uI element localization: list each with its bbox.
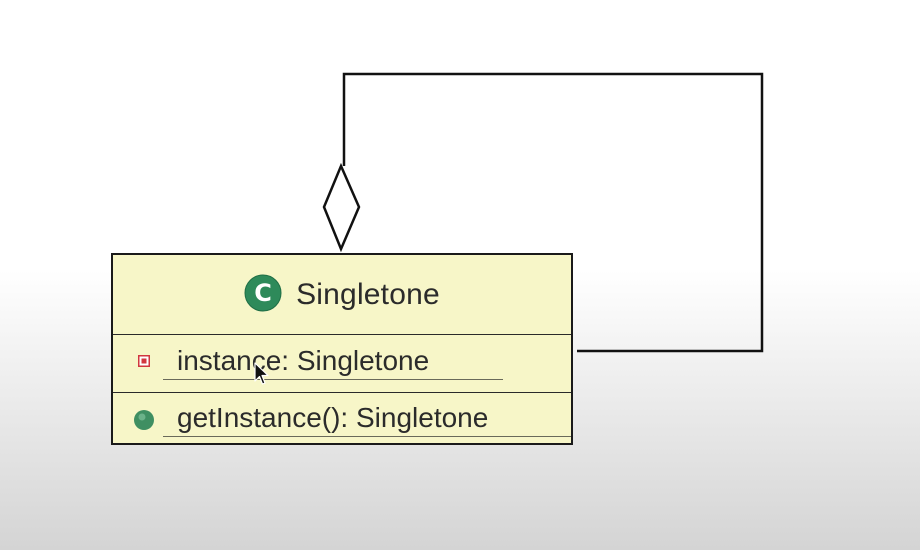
public-visibility-icon [134, 410, 154, 430]
self-association-line[interactable] [342, 72, 764, 353]
class-name: Singletone [296, 278, 440, 311]
header-divider [113, 334, 571, 335]
attribute-row[interactable]: instance: Singletone [113, 337, 571, 393]
private-visibility-icon [138, 355, 150, 367]
class-box-singletone[interactable]: C Singletone instance: Singletone getIns… [111, 253, 573, 445]
aggregation-diamond-icon [322, 162, 361, 253]
mouse-cursor-icon [254, 362, 269, 385]
static-underline [163, 379, 503, 380]
class-header: C Singletone [113, 255, 571, 335]
static-underline [163, 436, 571, 437]
operation-text: getInstance(): Singletone [177, 402, 489, 433]
class-icon: C [244, 274, 282, 312]
attributes-divider [113, 392, 571, 393]
attribute-text: instance: Singletone [177, 345, 430, 376]
class-icon-letter: C [254, 279, 272, 307]
operation-row[interactable]: getInstance(): Singletone [113, 394, 571, 450]
